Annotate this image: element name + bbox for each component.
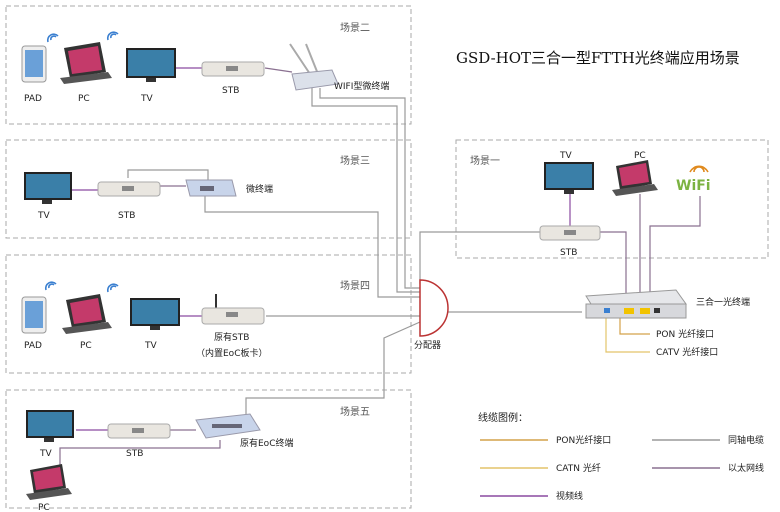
- tv-label: TV: [39, 449, 52, 459]
- legend-item-label: 视频线: [556, 490, 583, 502]
- fibre-catv: [605, 316, 650, 353]
- pon-port-label: PON 光纤接口: [656, 328, 714, 340]
- cable-pc-eoc-5: [59, 440, 221, 470]
- legend: 线缆图例： PON光纤接口 同轴电缆 CATN 光纤 以太网线 视频线: [478, 411, 764, 502]
- splitter-icon: [419, 279, 449, 337]
- eoc-terminal-icon: [195, 413, 261, 439]
- scene-5-box: [5, 389, 412, 509]
- laptop-icon: [60, 42, 112, 84]
- cable-wifi-splitter-2b: [311, 88, 420, 293]
- eoc-terminal-label: 原有EoC终端: [240, 437, 293, 449]
- wifi-terminal-icon: [289, 43, 339, 91]
- micro-terminal-icon: [185, 179, 237, 197]
- stb-icon: [97, 181, 161, 197]
- pc-label: PC: [80, 341, 92, 351]
- scene-1-label: 场景一: [470, 154, 500, 167]
- pad-icon: [21, 45, 47, 83]
- stb-eoc-sub-label: （内置EoC板卡）: [196, 347, 267, 359]
- optical-terminal-icon: [585, 289, 687, 319]
- scene-3-label: 场景三: [340, 154, 370, 167]
- stb-router-icon: [201, 294, 265, 325]
- tv-icon: [24, 172, 72, 204]
- optical-terminal-label: 三合一光终端: [696, 296, 750, 308]
- cable-wifi-onu-1: [649, 196, 701, 296]
- pc-label: PC: [38, 503, 50, 512]
- pc-label: PC: [634, 151, 646, 161]
- stb-label: STB: [222, 86, 239, 96]
- scene-4-label: 场景四: [340, 279, 370, 292]
- stb-label: STB: [118, 211, 135, 221]
- laptop-icon: [26, 464, 72, 500]
- stb-eoc-label: 原有STB: [214, 331, 249, 343]
- tv-label: TV: [559, 151, 572, 161]
- legend-item-label: CATN 光纤: [556, 462, 601, 474]
- laptop-icon: [62, 294, 112, 334]
- laptop-icon: [612, 160, 658, 196]
- legend-item-label: 同轴电缆: [728, 434, 764, 446]
- stb-icon: [539, 225, 601, 241]
- fibre-pon: [619, 312, 650, 335]
- legend-item-label: 以太网线: [728, 462, 764, 474]
- scene-5-label: 场景五: [340, 405, 370, 418]
- pad-label: PAD: [24, 94, 42, 104]
- cable-eoc-splitter-5: [245, 321, 421, 416]
- wifi-signal-icon: [44, 281, 57, 291]
- page-title: GSD-HOT三合一型FTTH光终端应用场景: [456, 49, 740, 67]
- tv-label: TV: [37, 211, 50, 221]
- legend-item-label: PON光纤接口: [556, 434, 611, 446]
- cable-wifi-splitter-2: [319, 88, 420, 289]
- cable-stb-onu-1: [600, 231, 627, 296]
- stb-icon: [201, 61, 265, 77]
- wifi-signal-icon: [106, 31, 119, 41]
- scene-4-box: [5, 254, 412, 374]
- catv-port-label: CATV 光纤接口: [656, 346, 718, 358]
- tv-icon: [544, 162, 594, 194]
- tv-label: TV: [140, 94, 153, 104]
- micro-terminal-label: 微终端: [246, 183, 273, 195]
- cable-stb-wifi-2: [264, 67, 293, 73]
- wifi-logo-icon: WiFi: [676, 165, 711, 194]
- scene-2-label: 场景二: [340, 21, 370, 34]
- wifi-signal-icon: [46, 33, 59, 43]
- cable-micro-splitter-3: [204, 195, 420, 298]
- tv-label: TV: [144, 341, 157, 351]
- tv-icon: [26, 410, 74, 442]
- pc-label: PC: [78, 94, 90, 104]
- stb-label: STB: [560, 248, 577, 258]
- cable-stb-top-3: [127, 169, 209, 180]
- pad-label: PAD: [24, 341, 42, 351]
- wifi-terminal-label: WIFI型微终端: [334, 80, 389, 92]
- splitter-label: 分配器: [414, 340, 441, 351]
- wifi-signal-icon: [106, 283, 119, 293]
- tv-icon: [130, 298, 180, 330]
- scene-3-box: [5, 139, 412, 239]
- pad-icon: [21, 296, 47, 334]
- scene-2-box: [5, 5, 412, 125]
- legend-title: 线缆图例：: [478, 411, 528, 424]
- scene-1-box: [455, 139, 769, 259]
- svg-text:WiFi: WiFi: [676, 178, 711, 194]
- cable-splitter-scene1: [419, 231, 540, 284]
- stb-label: STB: [126, 449, 143, 459]
- stb-icon: [107, 423, 171, 439]
- tv-icon: [126, 48, 176, 82]
